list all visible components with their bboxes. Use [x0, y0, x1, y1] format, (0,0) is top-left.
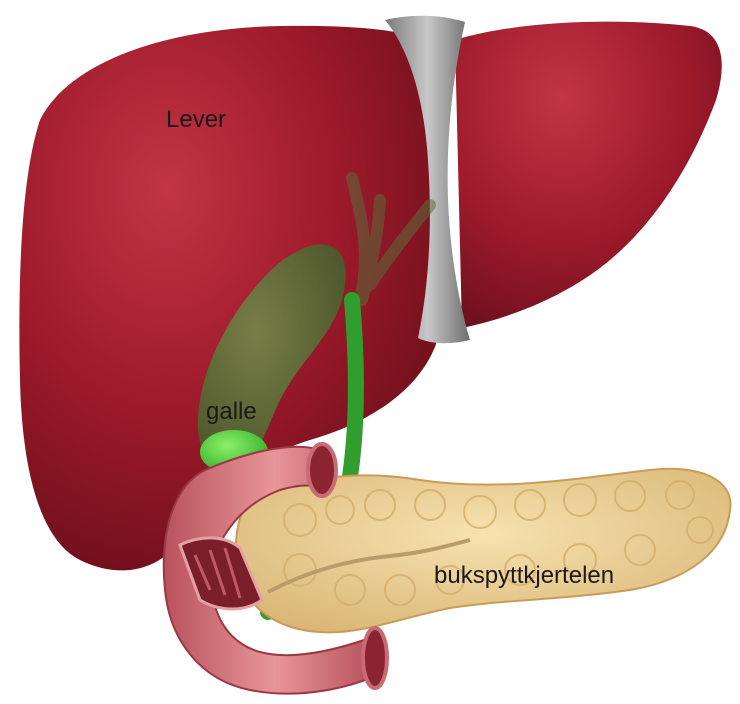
gallbladder-label: galle	[206, 400, 257, 424]
liver-right-lobe	[455, 22, 722, 328]
duodenum-lower-opening	[363, 628, 387, 688]
duodenum-upper-opening	[308, 444, 336, 496]
liver-label: Lever	[166, 108, 226, 132]
pancreas-label: bukspyttkjertelen	[434, 564, 614, 588]
pancreas	[236, 469, 731, 633]
